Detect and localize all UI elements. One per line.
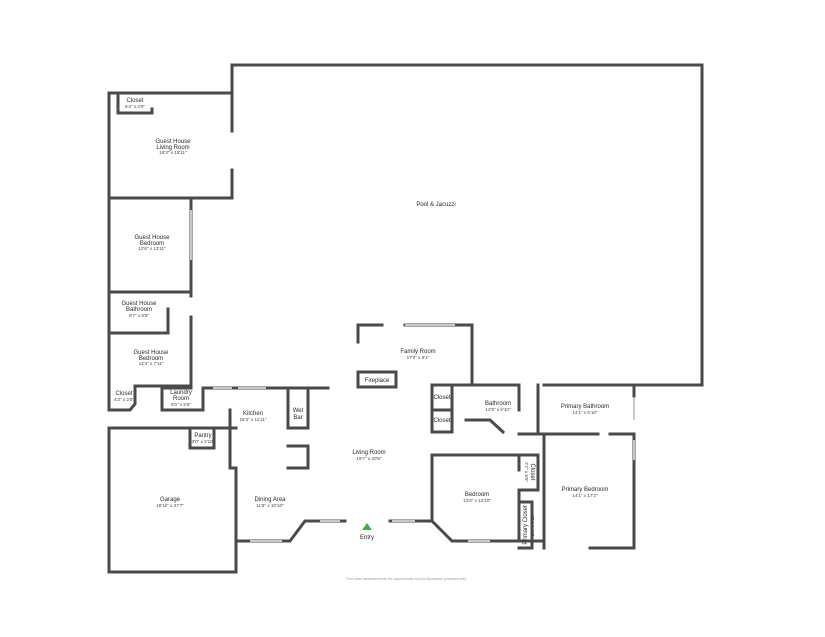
gh-living-label-2: Living Room bbox=[156, 145, 189, 151]
gh-bath-label-2: Bathroom bbox=[126, 307, 152, 313]
gh-bed2-label-1: Guest House bbox=[133, 350, 169, 356]
dining-south-wall bbox=[234, 519, 347, 543]
closet-v-label: Closet bbox=[529, 463, 535, 480]
gh-bath-inner bbox=[107, 307, 170, 335]
bathroom-dims: 12'9" x 6'10" bbox=[485, 407, 511, 412]
gh-bath-label-1: Guest House bbox=[121, 301, 157, 307]
kitchen-west-wall bbox=[228, 408, 238, 574]
closet-w-dims: 4'3" x 2'6" bbox=[114, 397, 134, 402]
fireplace-box bbox=[356, 370, 398, 389]
dining-label: Dining Area bbox=[254, 497, 286, 503]
bedroom-label: Bedroom bbox=[465, 492, 489, 498]
primary-closet-dims: 2'2" x 6'11" bbox=[530, 513, 535, 536]
pantry-walls bbox=[188, 426, 232, 450]
bedroom-south-wall bbox=[429, 518, 546, 543]
walls bbox=[107, 63, 704, 574]
living-room-dims: 19'7" x 20'5" bbox=[356, 456, 382, 461]
laundry-dims: 5'0" x 5'5" bbox=[171, 402, 191, 407]
entry-marker-icon bbox=[362, 523, 372, 530]
primary-bath-walls bbox=[542, 383, 636, 398]
bedroom-dims: 13'6" x 12'10" bbox=[463, 498, 491, 503]
laundry-label-1: Laundry bbox=[170, 390, 192, 396]
primary-bed-label: Primary Bedroom bbox=[562, 487, 609, 493]
primary-bed-east-wall bbox=[588, 432, 636, 550]
garage-walls bbox=[107, 426, 238, 574]
gh-closet-walls bbox=[116, 91, 154, 115]
entry-label: Entry bbox=[360, 535, 374, 541]
bathroom-tub bbox=[464, 418, 506, 435]
laundry-walls bbox=[160, 386, 215, 412]
bathroom-label: Bathroom bbox=[485, 401, 511, 407]
garage-dims: 18'10" x 27'7" bbox=[156, 503, 184, 508]
bedroom-walls bbox=[430, 453, 521, 523]
dining-dims: 11'6" x 10'10" bbox=[256, 503, 284, 508]
fireplace-label: Fireplace bbox=[365, 378, 390, 384]
gh-bed2-south-wall bbox=[133, 358, 193, 388]
kitchen-island bbox=[286, 444, 310, 470]
pantry-dims: 3'0" x 2'10" bbox=[192, 439, 215, 444]
gh-bed2-label-2: Bedroom bbox=[139, 356, 163, 362]
gh-living-label-1: Guest House bbox=[155, 139, 191, 145]
primary-bed-dims: 14'1" x 17'2" bbox=[572, 493, 598, 498]
closet-east-wall bbox=[430, 383, 454, 434]
footer-note: Floor plan measurements are approximate … bbox=[346, 577, 466, 581]
family-room-label: Family Room bbox=[400, 349, 435, 355]
kitchen-dims: 16'3" x 11'11" bbox=[239, 417, 266, 422]
gh-living-dims: 18'3" x 15'11" bbox=[159, 150, 187, 155]
closet-v-walls bbox=[517, 453, 540, 492]
laundry-label-2: Room bbox=[173, 396, 189, 402]
kitchen-label: Kitchen bbox=[243, 411, 263, 417]
wet-bar-label-2: Bar bbox=[293, 415, 302, 421]
gh-bed1-dims: 12'6" x 13'11" bbox=[138, 246, 166, 251]
room-labels: Pool & Jacuzzi Closet 5'4" x 3'0" Guest … bbox=[114, 98, 609, 581]
closet-a-label: Closet bbox=[433, 395, 450, 401]
pool-walls bbox=[230, 63, 704, 387]
pool-label: Pool & Jacuzzi bbox=[416, 202, 455, 208]
primary-bath-label: Primary Bathroom bbox=[561, 404, 609, 410]
gh-closet-dims: 5'4" x 3'0" bbox=[125, 104, 145, 109]
gh-bed2-dims: 12'4" x 7'11" bbox=[139, 361, 164, 366]
gh-closet-label: Closet bbox=[126, 98, 143, 104]
closet-w-label: Closet bbox=[115, 391, 132, 397]
gh-bed1-label-2: Bedroom bbox=[140, 241, 164, 247]
primary-bath-dims: 14'1" x 6'10" bbox=[572, 410, 598, 415]
guest-house-north-wall bbox=[107, 91, 234, 133]
pantry-label: Pantry bbox=[194, 433, 211, 439]
closet-b-label: Closet bbox=[433, 418, 450, 424]
living-room-label: Living Room bbox=[352, 450, 385, 456]
garage-label: Garage bbox=[160, 497, 181, 503]
closet-w-walls bbox=[107, 384, 137, 412]
gh-bath-dims: 8'7" x 6'5" bbox=[129, 313, 149, 318]
family-room-dims: 17'3" x 9'1" bbox=[407, 355, 430, 360]
wet-bar-label-1: Wet bbox=[293, 408, 304, 414]
closet-v-dims: 2'2" x 6'6" bbox=[524, 462, 529, 482]
wet-bar-walls bbox=[286, 386, 310, 430]
gh-living-south-wall bbox=[107, 168, 234, 200]
windows bbox=[190, 210, 635, 542]
primary-closet-walls bbox=[517, 500, 534, 550]
gh-bed1-label-1: Guest House bbox=[134, 235, 170, 241]
primary-closet-label: Primary Closet bbox=[523, 505, 529, 545]
